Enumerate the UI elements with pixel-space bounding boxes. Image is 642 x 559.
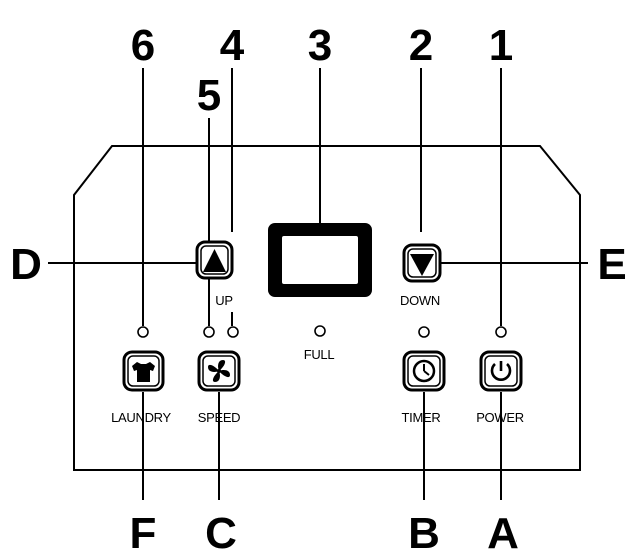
power-button[interactable] (479, 350, 523, 392)
callout-c: C (205, 509, 237, 558)
callout-2: 2 (409, 21, 433, 70)
shirt-icon (132, 362, 155, 382)
power-indicator-led (495, 326, 507, 338)
timer-label: TIMER (402, 410, 441, 425)
timer-indicator-led (418, 326, 430, 338)
laundry-label: LAUNDRY (111, 410, 171, 425)
power-icon (490, 361, 512, 381)
panel-outline (73, 145, 581, 471)
clock-icon (412, 359, 436, 383)
up-arrow-icon (203, 249, 226, 272)
callout-e: E (597, 240, 626, 289)
speed-button[interactable] (197, 350, 241, 392)
laundry-indicator-led (137, 326, 149, 338)
callout-a: A (487, 509, 519, 558)
callout-b: B (408, 509, 440, 558)
up-label: UP (215, 293, 232, 308)
callout-5: 5 (197, 71, 221, 120)
up-button[interactable] (195, 240, 234, 280)
laundry-button[interactable] (122, 350, 165, 392)
callout-3: 3 (308, 21, 332, 70)
down-button[interactable] (402, 243, 442, 283)
callout-d: D (10, 240, 42, 289)
speed-indicator-led-2 (227, 326, 239, 338)
power-label: POWER (476, 410, 524, 425)
full-label: FULL (304, 347, 335, 362)
display-window (268, 223, 372, 297)
callout-f: F (130, 509, 157, 558)
callout-4: 4 (220, 21, 245, 70)
full-indicator-led (314, 325, 326, 337)
speed-label: SPEED (198, 410, 241, 425)
fan-icon (208, 360, 230, 382)
timer-button[interactable] (402, 350, 446, 392)
down-arrow-icon (410, 254, 434, 276)
callout-6: 6 (131, 21, 155, 70)
speed-indicator-led-1 (203, 326, 215, 338)
down-label: DOWN (400, 293, 440, 308)
callout-1: 1 (489, 21, 513, 70)
